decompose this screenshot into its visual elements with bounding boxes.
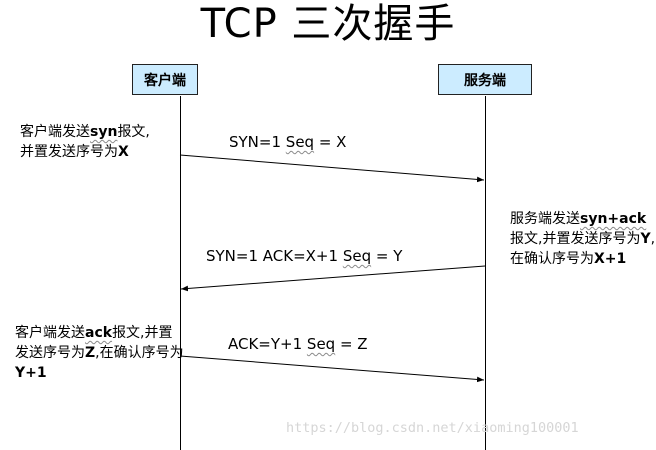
client-step1-note: 客户端发送syn报文,并置发送序号为X <box>20 124 150 160</box>
diagram-title: TCP 三次握手 <box>200 1 456 47</box>
syn-ack-message-label: SYN=1 ACK=X+1 Seq = Y <box>206 247 403 265</box>
syn-ack-arrow <box>180 265 486 292</box>
ack-message-label: ACK=Y+1 Seq = Z <box>228 335 368 353</box>
client-step3-note: 客户端发送ack报文,并置发送序号为Z,在确认序号为Y+1 <box>15 325 184 381</box>
ack-arrow <box>179 355 485 383</box>
server-step2-note: 服务端发送syn+ack报文,并置发送序号为Y,在确认序号为X+1 <box>510 211 656 267</box>
server-lifeline <box>485 96 486 450</box>
watermark-url: https://blog.csdn.net/xiaoming100001 <box>286 420 579 436</box>
client-actor-box: 客户端 <box>132 64 198 95</box>
client-lifeline <box>180 96 181 450</box>
server-actor-box: 服务端 <box>438 64 532 95</box>
syn-arrow <box>179 154 485 183</box>
syn-message-label: SYN=1 Seq = X <box>229 133 347 151</box>
